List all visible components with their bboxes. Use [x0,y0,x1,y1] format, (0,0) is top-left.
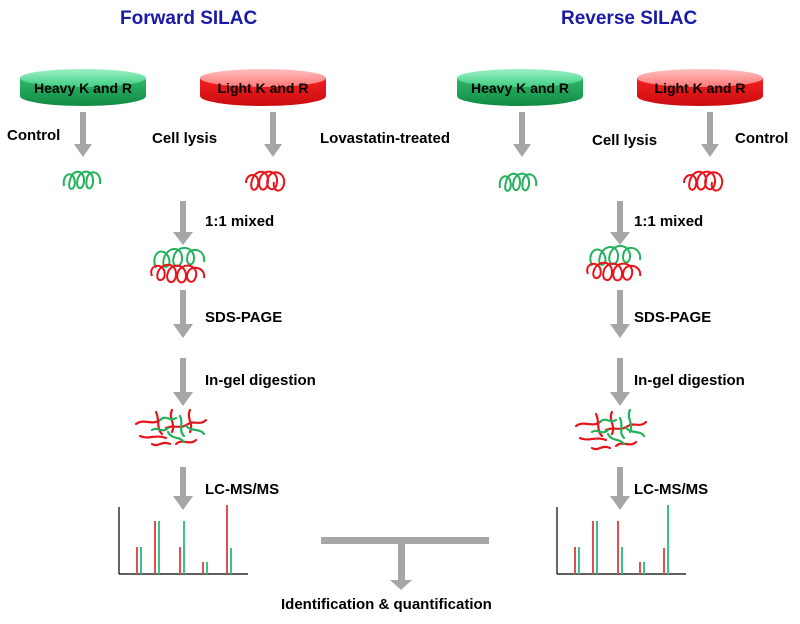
forward-silac-title: Forward SILAC [120,8,258,29]
reverse-mixed-label: 1:1 mixed [634,213,704,230]
reverse-light-dish-label: Light K and R [654,80,746,96]
forward-digestion-label: In-gel digestion [205,372,316,389]
down-arrow [173,467,193,510]
down-arrow [610,201,630,245]
forward-mixed-label: 1:1 mixed [205,213,275,230]
forward-lcms-label: LC-MS/MS [205,481,280,498]
light-culture-dish [200,69,326,106]
light-protein-coil [245,170,286,192]
down-arrow [74,112,92,157]
heavy-protein-coil [498,172,538,192]
forward-heavy-dish-label: Heavy K and R [33,80,133,96]
down-arrow [173,290,193,338]
down-arrow [610,467,630,510]
merge-connector [321,537,489,590]
reverse-lcms-label: LC-MS/MS [634,481,709,498]
down-arrow [701,112,719,157]
down-arrow [610,290,630,338]
heavy-culture-dish [457,69,583,106]
mixed-protein-tangle [150,247,206,284]
digested-peptides [134,408,208,447]
digested-peptides [574,408,648,451]
reverse-control-label: Control [735,130,789,147]
identification-quantification-label: Identification & quantification [281,596,492,613]
heavy-culture-dish [20,69,146,106]
reverse-cell-lysis-label: Cell lysis [592,132,658,149]
forward-control-label: Control [7,127,61,144]
down-arrow [173,358,193,406]
mixed-protein-tangle [586,245,642,282]
down-arrow [610,358,630,406]
down-arrow [513,112,531,157]
light-culture-dish [637,69,763,106]
forward-sds-page-label: SDS-PAGE [205,309,283,326]
forward-lovastatin-label: Lovastatin-treated [320,130,451,147]
forward-cell-lysis-label: Cell lysis [152,130,218,147]
reverse-sds-page-label: SDS-PAGE [634,309,712,326]
mass-spectrum [118,505,248,575]
down-arrow [173,201,193,245]
mass-spectrum [556,505,686,575]
light-protein-coil [683,170,724,192]
reverse-heavy-dish-label: Heavy K and R [470,80,570,96]
down-arrow [264,112,282,157]
heavy-protein-coil [62,170,102,190]
reverse-digestion-label: In-gel digestion [634,372,745,389]
reverse-silac-title: Reverse SILAC [561,8,698,29]
forward-light-dish-label: Light K and R [217,80,309,96]
